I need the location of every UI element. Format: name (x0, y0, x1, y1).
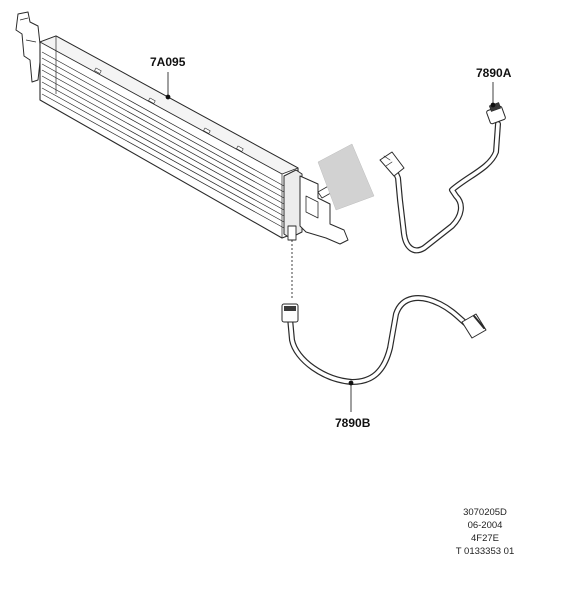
installation-reference-plane (317, 143, 375, 211)
reference-line-4: T 0133353 01 (455, 546, 515, 557)
cooler-end-tank (283, 169, 303, 239)
callout-tube-b: 7890B (335, 416, 371, 430)
tube-7890b (281, 295, 487, 385)
cooler-right-bracket (299, 175, 349, 245)
fluid-cooler (15, 11, 349, 245)
cooler-fins (41, 36, 285, 238)
reference-line-3: 4F27E (471, 533, 499, 544)
callout-cooler: 7A095 (150, 55, 186, 69)
reference-line-1: 3070205D (463, 507, 507, 518)
leader-lines (165, 72, 496, 412)
cooler-outlet-fitting (287, 225, 297, 241)
tube-7890a (379, 102, 506, 254)
callout-tube-a: 7890A (476, 66, 512, 80)
reference-line-2: 06-2004 (467, 520, 503, 531)
reference-block: 3070205D 06-2004 4F27E T 0133353 01 (430, 506, 540, 558)
